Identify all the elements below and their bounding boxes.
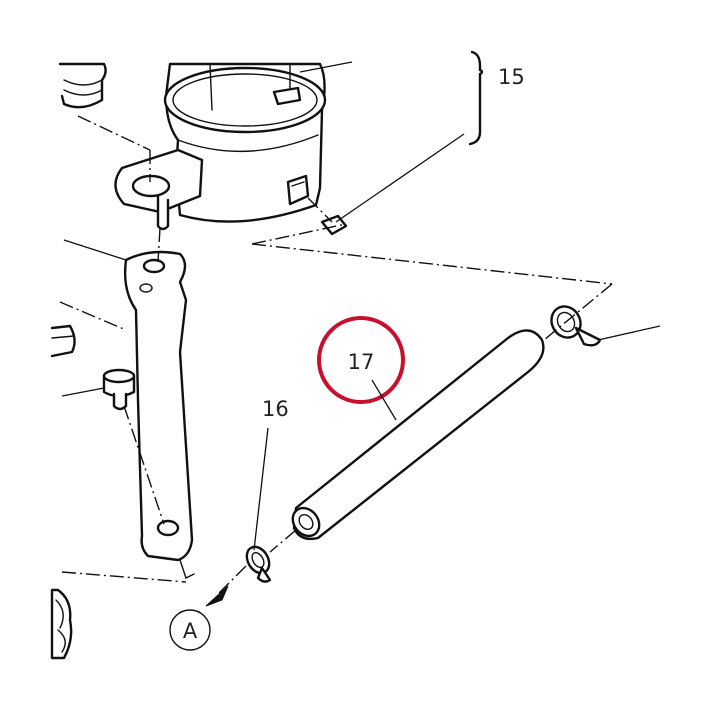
part-label-17: 17 — [348, 350, 375, 374]
grommet-left — [50, 324, 76, 358]
clip-nut — [320, 214, 348, 236]
grommet-top-left — [58, 62, 107, 109]
red-circle-highlight — [317, 316, 405, 404]
bracket-15: 15 — [335, 50, 525, 223]
hose-clamp-16: 16 — [245, 397, 289, 583]
hose-clamp-right — [550, 305, 661, 347]
reference-a: A — [169, 609, 211, 651]
strap-arm — [63, 239, 195, 579]
screw-left — [61, 368, 136, 411]
cup-housing — [114, 61, 353, 231]
reference-label-a: A — [183, 619, 198, 643]
hose-17 — [291, 329, 545, 541]
part-label-15: 15 — [498, 65, 525, 89]
assembly-lines — [59, 115, 613, 597]
arrowhead-icon — [205, 585, 229, 607]
part-label-16: 16 — [262, 397, 289, 421]
bottom-left-part — [50, 588, 73, 660]
callout-17: 17 — [317, 316, 405, 421]
